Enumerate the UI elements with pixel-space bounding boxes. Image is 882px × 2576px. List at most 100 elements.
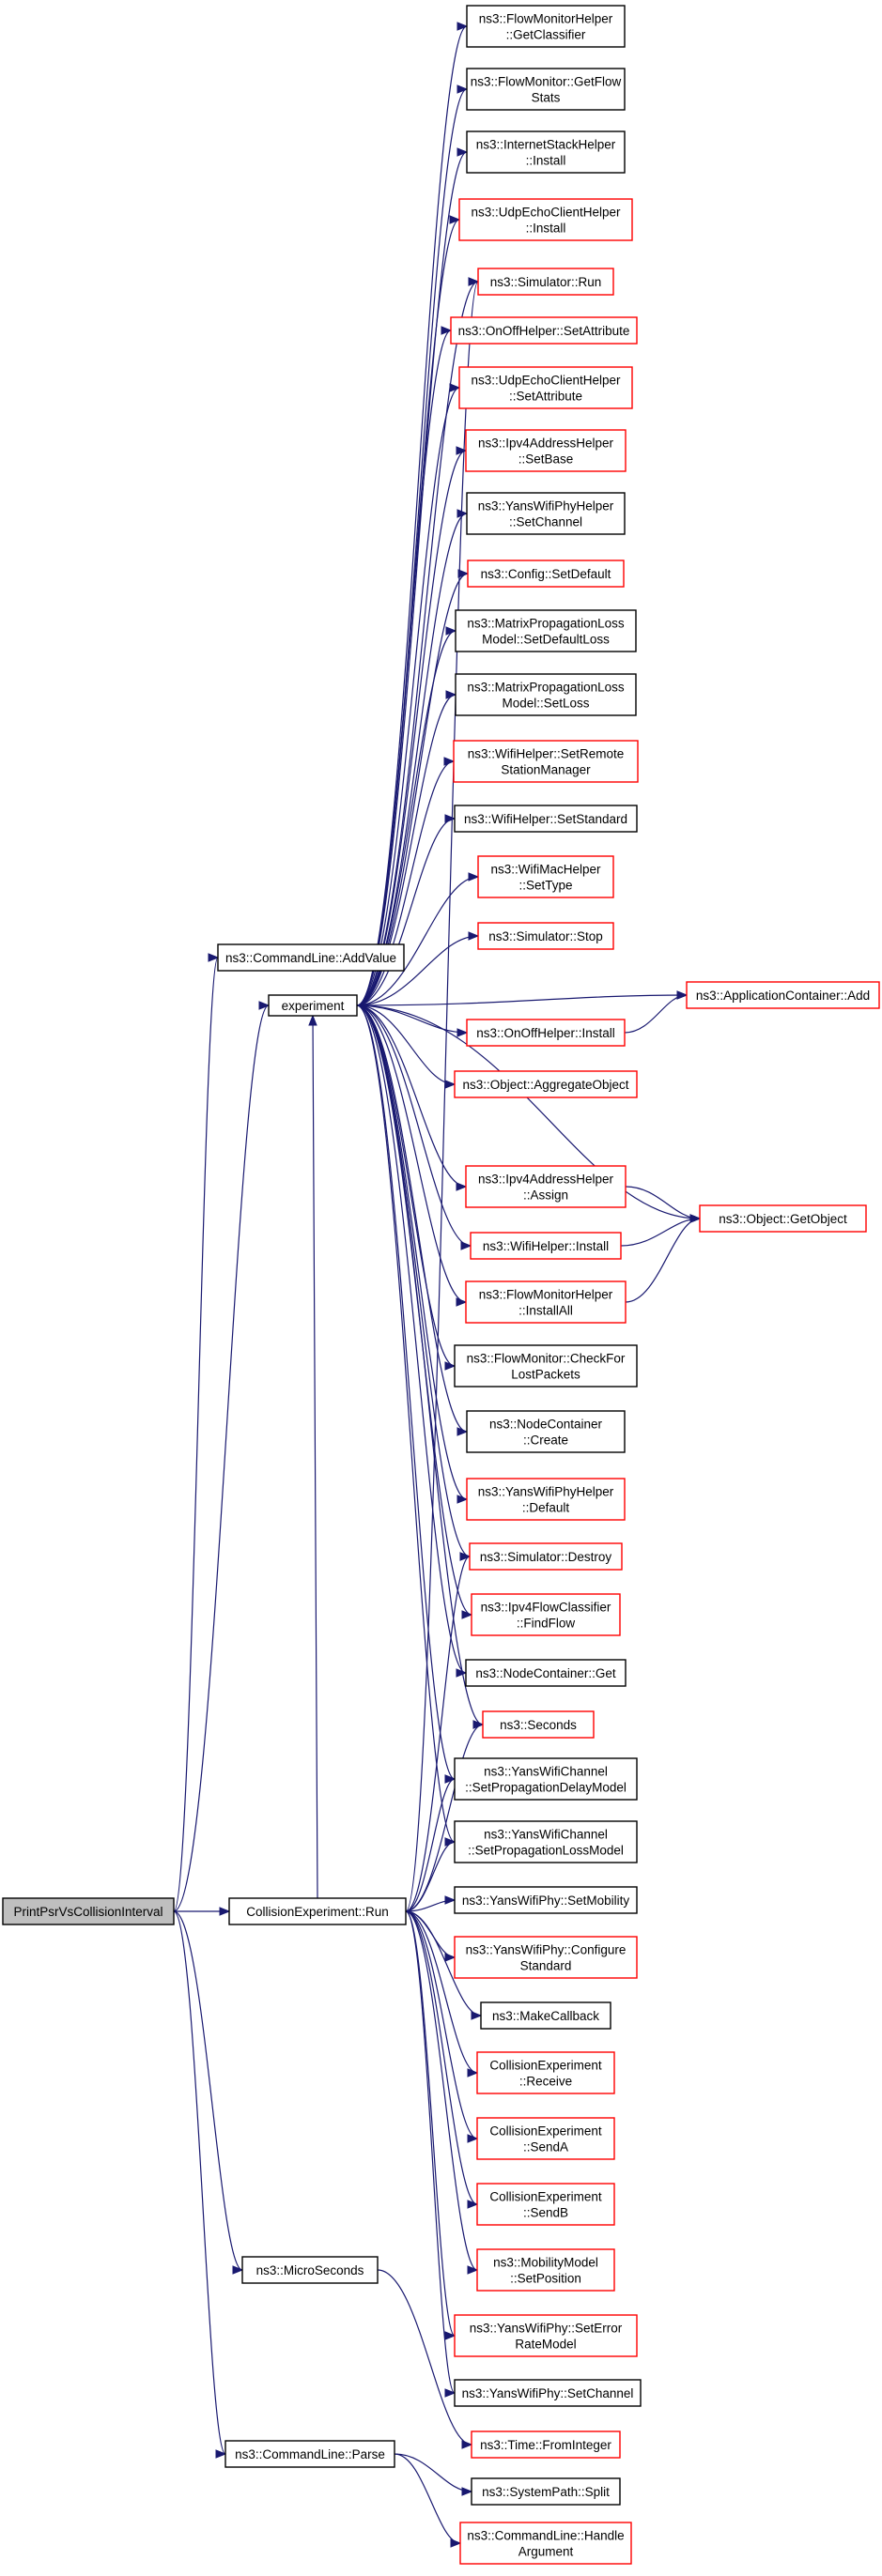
edge-line bbox=[405, 1556, 471, 1912]
edge-experiment-udpsetattr bbox=[356, 383, 461, 1006]
node-label: Model::SetLoss bbox=[502, 697, 589, 711]
node-physetchannel[interactable]: ns3::YansWifiPhy::SetChannel bbox=[454, 2379, 642, 2407]
node-simstop[interactable]: ns3::Simulator::Stop bbox=[477, 922, 614, 950]
node-nodecreate[interactable]: ns3::NodeContainer::Create bbox=[466, 1410, 626, 1453]
node-box bbox=[217, 943, 405, 972]
edge-arrow bbox=[444, 1895, 456, 1905]
node-label: ns3::YansWifiPhy::SetMobility bbox=[462, 1894, 630, 1908]
node-label: ns3::YansWifiPhy::Configure bbox=[466, 1943, 627, 1957]
node-ipv4setbase[interactable]: ns3::Ipv4AddressHelper::SetBase bbox=[465, 429, 627, 472]
node-box bbox=[458, 366, 633, 409]
node-label: ns3::YansWifiPhy::SetError bbox=[470, 2322, 623, 2336]
edge-experiment-wifiinstall bbox=[356, 1004, 472, 1250]
node-box bbox=[466, 5, 626, 48]
node-configsetdefault[interactable]: ns3::Config::SetDefault bbox=[467, 560, 625, 588]
node-label: ns3::MatrixPropagationLoss bbox=[467, 681, 625, 695]
node-label: ::FindFlow bbox=[517, 1617, 576, 1631]
node-getobject[interactable]: ns3::Object::GetObject bbox=[699, 1204, 867, 1233]
node-flowinstallall[interactable]: ns3::FlowMonitorHelper::InstallAll bbox=[465, 1280, 627, 1324]
node-internetinstall[interactable]: ns3::InternetStackHelper::Install bbox=[466, 130, 626, 174]
edge-ipv4assign-getobject bbox=[625, 1186, 702, 1223]
edge-line bbox=[356, 1004, 456, 1780]
edge-line bbox=[405, 1910, 478, 2271]
node-yansdefault[interactable]: ns3::YansWifiPhyHelper::Default bbox=[466, 1478, 626, 1521]
node-label: ::SetChannel bbox=[509, 515, 582, 529]
node-nodeget[interactable]: ns3::NodeContainer::Get bbox=[465, 1659, 627, 1687]
node-label: ns3::YansWifiPhy::SetChannel bbox=[462, 2386, 634, 2400]
node-udpsetattr[interactable]: ns3::UdpEchoClientHelper::SetAttribute bbox=[458, 366, 633, 409]
node-onoffinstall[interactable]: ns3::OnOffHelper::Install bbox=[466, 1019, 626, 1047]
node-box bbox=[471, 2430, 621, 2459]
edge-arrow bbox=[449, 383, 461, 392]
node-simrun[interactable]: ns3::Simulator::Run bbox=[477, 268, 614, 296]
node-senda[interactable]: CollisionExperiment::SendA bbox=[476, 2117, 615, 2160]
node-box bbox=[480, 2001, 611, 2030]
node-experiment[interactable]: experiment bbox=[268, 994, 358, 1017]
node-seconds[interactable]: ns3::Seconds bbox=[482, 1710, 595, 1739]
node-matrixdefaultloss[interactable]: ns3::MatrixPropagationLossModel::SetDefa… bbox=[455, 609, 637, 652]
node-split[interactable]: ns3::SystemPath::Split bbox=[471, 2477, 621, 2506]
edge-arrow bbox=[456, 1668, 468, 1678]
edge-line bbox=[356, 935, 479, 1006]
edge-line bbox=[394, 2453, 472, 2492]
node-box bbox=[477, 268, 614, 296]
node-sendb[interactable]: CollisionExperiment::SendB bbox=[476, 2183, 615, 2226]
node-findflow[interactable]: ns3::Ipv4FlowClassifier::FindFlow bbox=[471, 1593, 621, 1636]
node-label: CollisionExperiment bbox=[489, 2190, 602, 2204]
node-yanssetchannel[interactable]: ns3::YansWifiPhyHelper::SetChannel bbox=[466, 492, 626, 535]
node-setproploss[interactable]: ns3::YansWifiChannel::SetPropagationLoss… bbox=[454, 1820, 638, 1863]
node-getclassifier[interactable]: ns3::FlowMonitorHelper::GetClassifier bbox=[466, 5, 626, 48]
node-wifimacsettype[interactable]: ns3::WifiMacHelper::SetType bbox=[477, 855, 614, 898]
node-root[interactable]: PrintPsrVsCollisionInterval bbox=[2, 1897, 175, 1925]
node-box bbox=[454, 1344, 638, 1388]
node-label: ns3::UdpEchoClientHelper bbox=[471, 374, 621, 388]
node-label: ns3::Simulator::Run bbox=[490, 275, 602, 289]
edge-arrow bbox=[441, 326, 453, 335]
node-frominteger[interactable]: ns3::Time::FromInteger bbox=[471, 2430, 621, 2459]
node-ipv4assign[interactable]: ns3::Ipv4AddressHelper::Assign bbox=[465, 1165, 627, 1208]
edge-collrun-setmobility bbox=[405, 1895, 456, 1912]
node-addvalue[interactable]: ns3::CommandLine::AddValue bbox=[217, 943, 405, 972]
node-aggregate[interactable]: ns3::Object::AggregateObject bbox=[454, 1070, 638, 1098]
edge-line bbox=[356, 1004, 468, 1433]
edge-arrow bbox=[444, 1080, 456, 1089]
node-label: CollisionExperiment::Run bbox=[246, 1905, 389, 1919]
node-collrun[interactable]: CollisionExperiment::Run bbox=[228, 1897, 407, 1925]
node-wifisetstandard[interactable]: ns3::WifiHelper::SetStandard bbox=[454, 805, 638, 833]
node-box bbox=[699, 1204, 867, 1233]
node-appadd[interactable]: ns3::ApplicationContainer::Add bbox=[686, 981, 880, 1009]
node-microseconds[interactable]: ns3::MicroSeconds bbox=[241, 2256, 379, 2284]
edge-arrow bbox=[459, 1552, 472, 1561]
node-wifiinstall[interactable]: ns3::WifiHelper::Install bbox=[470, 1232, 622, 1260]
node-setpropdelay[interactable]: ns3::YansWifiChannel::SetPropagationDela… bbox=[454, 1757, 638, 1801]
node-setposition[interactable]: ns3::MobilityModel::SetPosition bbox=[476, 2248, 615, 2292]
node-box bbox=[686, 981, 880, 1009]
node-onoffsetattr[interactable]: ns3::OnOffHelper::SetAttribute bbox=[450, 316, 638, 345]
node-receive[interactable]: CollisionExperiment::Receive bbox=[476, 2051, 615, 2094]
edge-experiment-wifisetremote bbox=[356, 757, 456, 1006]
node-setmobility[interactable]: ns3::YansWifiPhy::SetMobility bbox=[454, 1886, 638, 1914]
edge-line bbox=[356, 760, 455, 1006]
node-udpinstall[interactable]: ns3::UdpEchoClientHelper::Install bbox=[458, 198, 633, 241]
node-makecallback[interactable]: ns3::MakeCallback bbox=[480, 2001, 611, 2030]
edge-arrow bbox=[444, 1774, 456, 1784]
node-simdestroy[interactable]: ns3::Simulator::Destroy bbox=[469, 1542, 623, 1571]
edge-line bbox=[356, 1004, 467, 1188]
node-label: ns3::NodeContainer::Get bbox=[475, 1666, 616, 1680]
node-label: ns3::MicroSeconds bbox=[256, 2263, 364, 2277]
edge-wifiinstall-getobject bbox=[620, 1214, 702, 1247]
edge-experiment-appadd bbox=[356, 990, 689, 1006]
edge-line bbox=[356, 1004, 467, 1674]
node-box bbox=[454, 805, 638, 833]
node-label: ns3::YansWifiChannel bbox=[484, 1828, 608, 1842]
node-box bbox=[471, 1593, 621, 1636]
node-parse[interactable]: ns3::CommandLine::Parse bbox=[224, 2440, 395, 2468]
node-label: ::SetPosition bbox=[510, 2272, 581, 2286]
